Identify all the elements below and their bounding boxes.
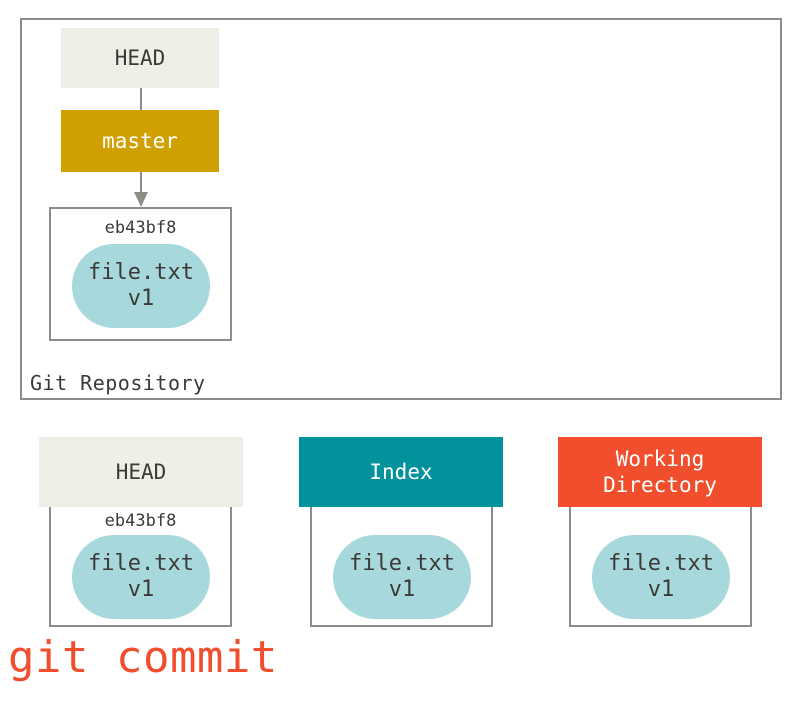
working-directory-area-label: Working Directory xyxy=(558,437,762,507)
working-directory-file-name: file.txt xyxy=(608,551,714,576)
branch-to-commit-arrow-icon xyxy=(134,172,148,207)
index-area-file-name: file.txt xyxy=(349,551,455,576)
repo-head-label: HEAD xyxy=(61,28,219,88)
head-to-branch-connector xyxy=(140,88,142,110)
repo-commit-box: eb43bf8 file.txt v1 xyxy=(49,207,232,341)
repo-file-blob: file.txt v1 xyxy=(72,244,210,328)
index-area-file-blob: file.txt v1 xyxy=(333,535,471,619)
git-repository-label: Git Repository xyxy=(30,371,206,395)
index-area-file-version: v1 xyxy=(388,577,416,602)
working-directory-file-version: v1 xyxy=(647,577,675,602)
head-area-hash: eb43bf8 xyxy=(104,511,177,531)
git-repository-frame xyxy=(20,18,782,400)
master-branch-label: master xyxy=(61,110,219,172)
head-area-label: HEAD xyxy=(39,437,243,507)
head-area-box: eb43bf8 file.txt v1 xyxy=(49,500,232,627)
repo-commit-hash: eb43bf8 xyxy=(104,218,177,238)
working-directory-area-box: file.txt v1 xyxy=(569,500,752,627)
head-area-file-version: v1 xyxy=(127,577,155,602)
index-area-label: Index xyxy=(299,437,503,507)
head-area-file-blob: file.txt v1 xyxy=(72,535,210,619)
git-command-text: git commit xyxy=(8,632,278,683)
head-area-file-name: file.txt xyxy=(88,551,194,576)
repo-file-version: v1 xyxy=(127,286,155,311)
index-area-box: file.txt v1 xyxy=(310,500,493,627)
repo-file-name: file.txt xyxy=(88,260,194,285)
working-directory-file-blob: file.txt v1 xyxy=(592,535,730,619)
